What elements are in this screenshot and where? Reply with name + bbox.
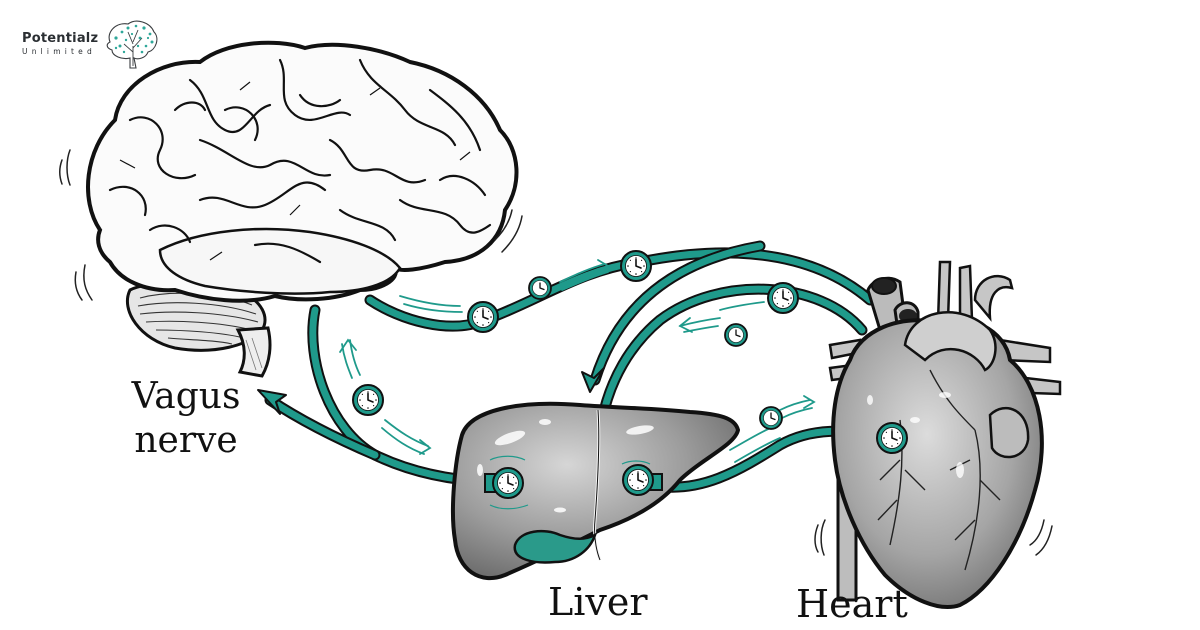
logo-title: Potentialz [22,30,99,46]
clock-icon [528,276,552,300]
clock-icon [876,422,908,454]
heart-icon [814,260,1062,609]
brain-tree-icon [106,20,158,69]
vagus-label-line2: nerve [134,420,238,461]
clock-icon [759,406,783,430]
nerve-paths [264,240,886,493]
heart-label: Heart [796,582,908,626]
vagus-nerve-label: Vagus nerve [126,375,246,463]
brain-icon [59,40,523,378]
brand-logo: Potentialz Unlimited [22,14,162,74]
arrowheads [257,367,605,415]
clock-icon [620,250,652,282]
clock-icon [767,282,799,314]
liver-label: Liver [548,580,648,624]
logo-text: Potentialz Unlimited [22,30,99,57]
clock-markers [352,250,799,430]
logo-subtitle: Unlimited [22,46,96,56]
clock-icon [467,301,499,333]
flow-arrows [339,259,816,463]
clock-icon [352,384,384,416]
vagus-label-line1: Vagus [131,376,241,417]
clock-icon [724,323,748,347]
clock-icon [492,467,524,499]
liver-icon [450,401,741,581]
clock-icon [622,464,654,496]
